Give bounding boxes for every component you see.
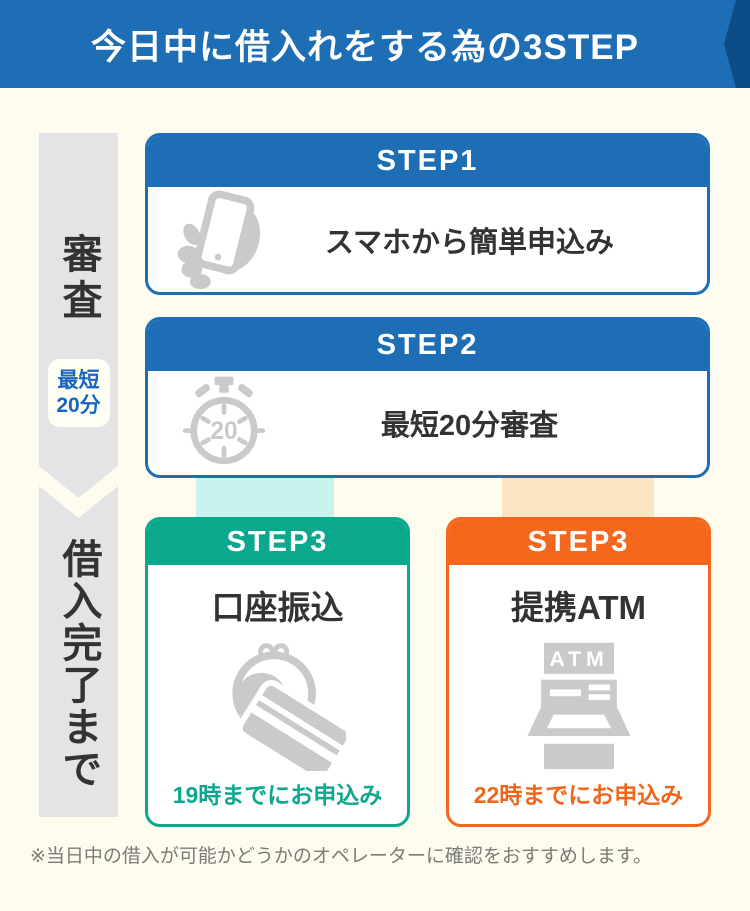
- phase-screening-label: 審査: [56, 233, 101, 325]
- atm-icon: ATM: [511, 635, 647, 771]
- duration-badge-line2: 20分: [56, 394, 101, 417]
- step1-card: STEP1 スマホから簡単申込み: [145, 133, 710, 295]
- step2-text: 最短20分審査: [380, 410, 559, 442]
- bank-transfer-deadline: 19時までにお申込み: [172, 782, 383, 808]
- page-title: 今日中に借入れをする為の3STEP: [91, 27, 639, 67]
- step3-bank-transfer-card: STEP3 口座振込: [145, 517, 410, 827]
- duration-badge-line1: 最短: [57, 368, 100, 392]
- atm-sign-label: ATM: [549, 647, 608, 671]
- ribbon-fold-icon: [724, 0, 750, 88]
- phase-complete-label: 借入完了まで: [56, 538, 101, 790]
- step3-atm-card: STEP3 提携ATM ATM: [446, 517, 711, 827]
- step2-card: STEP2: [145, 317, 710, 478]
- step2-header: STEP2: [148, 320, 707, 371]
- duration-badge: 最短 20分: [48, 359, 110, 427]
- stopwatch-icon: 20: [172, 371, 276, 475]
- step1-header: STEP1: [148, 136, 707, 187]
- stopwatch-number: 20: [210, 418, 237, 445]
- bank-transfer-title: 口座振込: [211, 589, 344, 626]
- disclaimer-note: ※当日中の借入が可能かどうかのオペレーターに確認をおすすめします。: [30, 846, 653, 867]
- connector-to-atm: [502, 478, 654, 518]
- purse-and-card-icon: [210, 635, 354, 784]
- atm-title: 提携ATM: [510, 589, 647, 626]
- phase-screening-band: 審査 最短 20分: [39, 133, 118, 498]
- connector-to-bank-transfer: [196, 478, 334, 518]
- atm-deadline: 22時までにお申込み: [473, 782, 684, 808]
- step3-bank-header: STEP3: [148, 520, 407, 565]
- step3-atm-header: STEP3: [449, 520, 708, 565]
- smartphone-in-hand-icon: [172, 188, 276, 292]
- title-banner: 今日中に借入れをする為の3STEP: [0, 0, 750, 88]
- step1-text: スマホから簡単申込み: [324, 226, 615, 259]
- phase-complete-band: 借入完了まで: [39, 486, 118, 817]
